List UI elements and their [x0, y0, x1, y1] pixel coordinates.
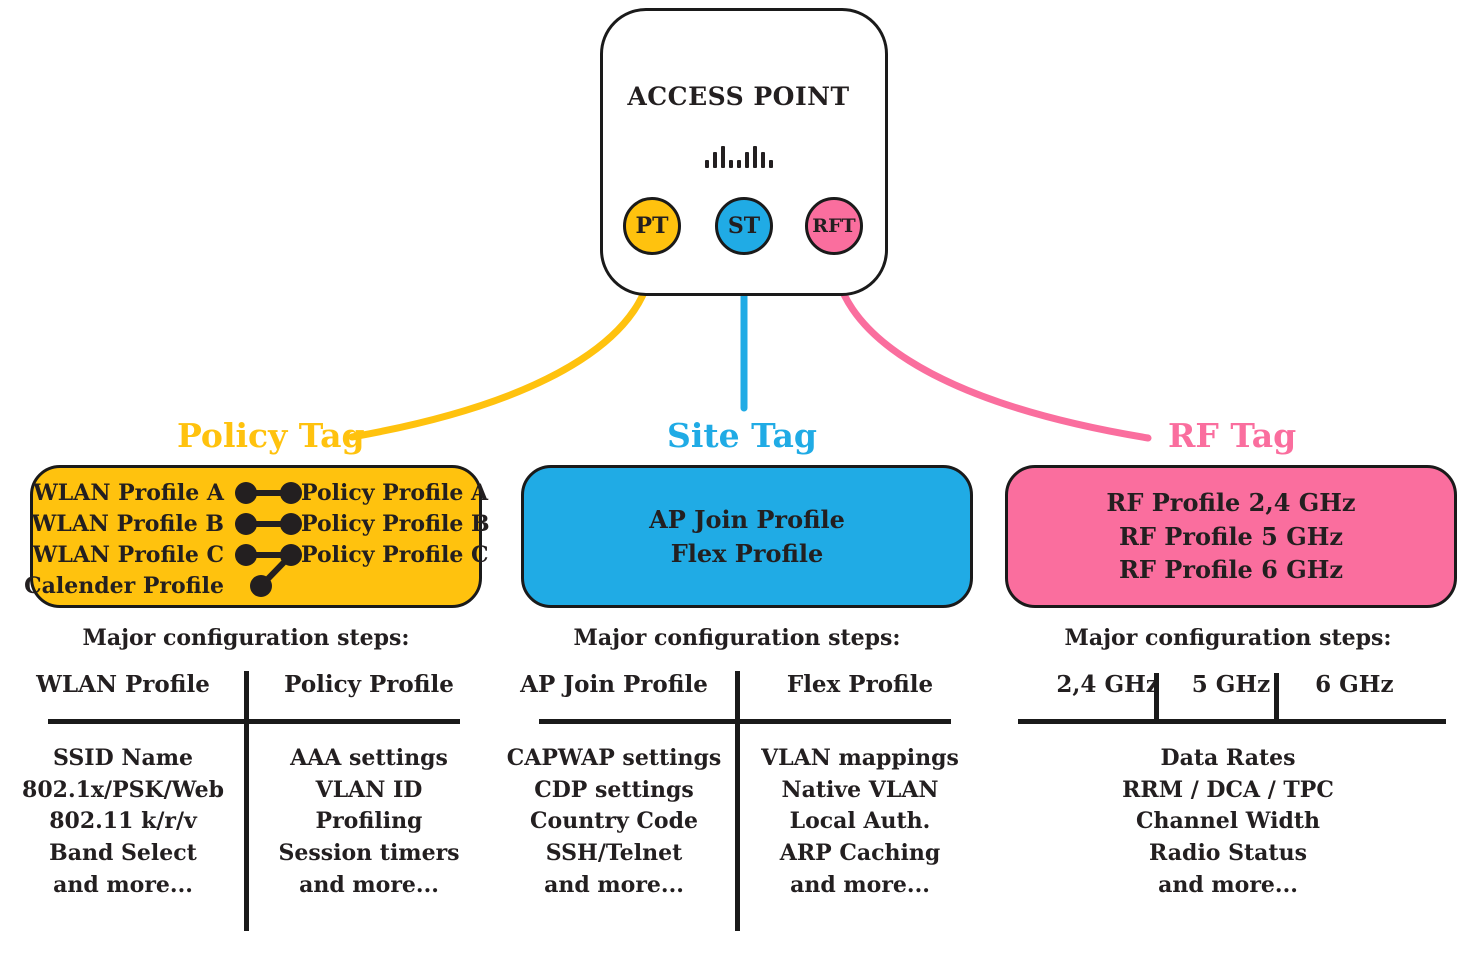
column-divider [244, 671, 249, 931]
profile-link-lines [235, 482, 302, 597]
site-tag-node[interactable]: ST [715, 197, 773, 255]
column-header: AP Join Profile [520, 671, 708, 698]
list-item: WLAN Profile B [31, 511, 224, 537]
cell-line: VLAN ID [315, 776, 423, 803]
policy-steps-column: Major configuration steps: WLAN Profile … [0, 625, 492, 961]
cisco-bar [744, 152, 749, 168]
cisco-bar [736, 160, 741, 168]
policy-tag-node-label: PT [635, 213, 669, 239]
column-header: 6 GHz [1315, 671, 1394, 698]
cell-line: Session timers [278, 840, 460, 867]
cisco-bar [720, 146, 725, 168]
list-item: Flex Profile [670, 538, 824, 568]
column-header: 2,4 GHz [1056, 671, 1159, 698]
cisco-bar [752, 146, 757, 168]
cell-line: and more... [544, 871, 684, 898]
cell-line: Radio Status [1149, 840, 1307, 867]
site-steps-table: AP Join Profile Flex Profile CAPWAP sett… [491, 671, 983, 961]
cisco-bar [768, 160, 773, 168]
column-divider [1274, 673, 1279, 721]
cell-line: Band Select [49, 840, 197, 867]
cell-line: RRM / DCA / TPC [1122, 776, 1334, 803]
policy-steps-table: WLAN Profile Policy Profile SSID Name 80… [0, 671, 492, 961]
list-item: Calender Profile [24, 573, 224, 599]
cell-line: SSID Name [53, 745, 193, 771]
cell-line: Native VLAN [781, 776, 939, 803]
cell-line: Profiling [315, 808, 423, 835]
table-cell: AAA settings VLAN ID Profiling Session t… [246, 743, 492, 901]
rf-steps-table: 2,4 GHz 5 GHz 6 GHz Data Rates RRM / DCA… [982, 671, 1474, 961]
column-header: Flex Profile [786, 671, 934, 698]
column-header: WLAN Profile [36, 671, 210, 698]
rf-tag-title: RF Tag [1168, 416, 1297, 455]
list-item: RF Profile 2,4 GHz [1106, 487, 1356, 517]
list-item: WLAN Profile A [33, 480, 224, 506]
site-steps-column: Major configuration steps: AP Join Profi… [491, 625, 983, 961]
cell-line: and more... [299, 871, 439, 898]
list-item: RF Profile 6 GHz [1118, 555, 1344, 585]
cell-line: Country Code [530, 808, 698, 835]
cell-line: CAPWAP settings [506, 745, 722, 771]
rf-steps-column: Major configuration steps: 2,4 GHz 5 GHz… [982, 625, 1474, 961]
rf-connector-curve [830, 248, 1152, 442]
access-point-title: ACCESS POINT [627, 82, 850, 111]
column-header: 5 GHz [1191, 671, 1271, 698]
cisco-bar [728, 160, 733, 168]
rf-tag-node-label: RFT [812, 215, 856, 237]
list-item: WLAN Profile C [32, 542, 224, 568]
cell-line: Channel Width [1136, 808, 1320, 835]
column-divider [1154, 673, 1159, 721]
column-header: Policy Profile [284, 671, 454, 698]
table-cell: CAPWAP settings CDP settings Country Cod… [491, 743, 737, 901]
cell-line: VLAN mappings [761, 745, 959, 771]
list-item: Policy Profile C [301, 542, 489, 568]
cisco-bar [704, 160, 709, 168]
table-cell: VLAN mappings Native VLAN Local Auth. AR… [737, 743, 983, 901]
header-rule [48, 719, 460, 724]
cell-line: Data Rates [1160, 745, 1296, 771]
cell-line: SSH/Telnet [545, 840, 683, 867]
cisco-bar [760, 152, 765, 168]
steps-heading: Major configuration steps: [1064, 625, 1392, 651]
header-rule [539, 719, 951, 724]
site-tag-node-label: ST [727, 213, 761, 239]
rf-tag-box: RF Profile 2,4 GHz RF Profile 5 GHz RF P… [1005, 465, 1457, 608]
cell-line: ARP Caching [779, 840, 941, 867]
list-item: Policy Profile B [301, 511, 490, 537]
policy-tag-node[interactable]: PT [623, 197, 681, 255]
table-cell: Data Rates RRM / DCA / TPC Channel Width… [982, 715, 1474, 901]
cisco-bar [712, 152, 717, 168]
steps-heading: Major configuration steps: [82, 625, 410, 651]
cell-line: 802.1x/PSK/Web [22, 776, 224, 803]
policy-tag-title: Policy Tag [177, 416, 365, 455]
site-tag-title: Site Tag [667, 416, 817, 455]
steps-heading: Major configuration steps: [573, 625, 901, 651]
rf-tag-node[interactable]: RFT [805, 197, 863, 255]
site-tag-box: AP Join Profile Flex Profile [521, 465, 973, 608]
table-cell: SSID Name 802.1x/PSK/Web 802.11 k/r/v Ba… [0, 743, 246, 901]
list-item: Policy Profile A [301, 480, 489, 506]
cell-line: and more... [790, 871, 930, 898]
column-divider [735, 671, 740, 931]
list-item: AP Join Profile [649, 504, 845, 534]
cisco-bars-icon [0, 140, 1477, 168]
list-item: RF Profile 5 GHz [1118, 521, 1344, 551]
policy-tag-box: WLAN Profile A WLAN Profile B WLAN Profi… [24, 465, 490, 608]
cell-line: and more... [53, 871, 193, 898]
policy-connector-curve [348, 251, 656, 441]
cell-line: AAA settings [290, 745, 448, 771]
cell-line: 802.11 k/r/v [49, 808, 197, 835]
cell-line: Local Auth. [789, 808, 931, 835]
header-rule [1018, 719, 1446, 724]
cell-line: and more... [1158, 871, 1298, 898]
cell-line: CDP settings [534, 776, 694, 803]
